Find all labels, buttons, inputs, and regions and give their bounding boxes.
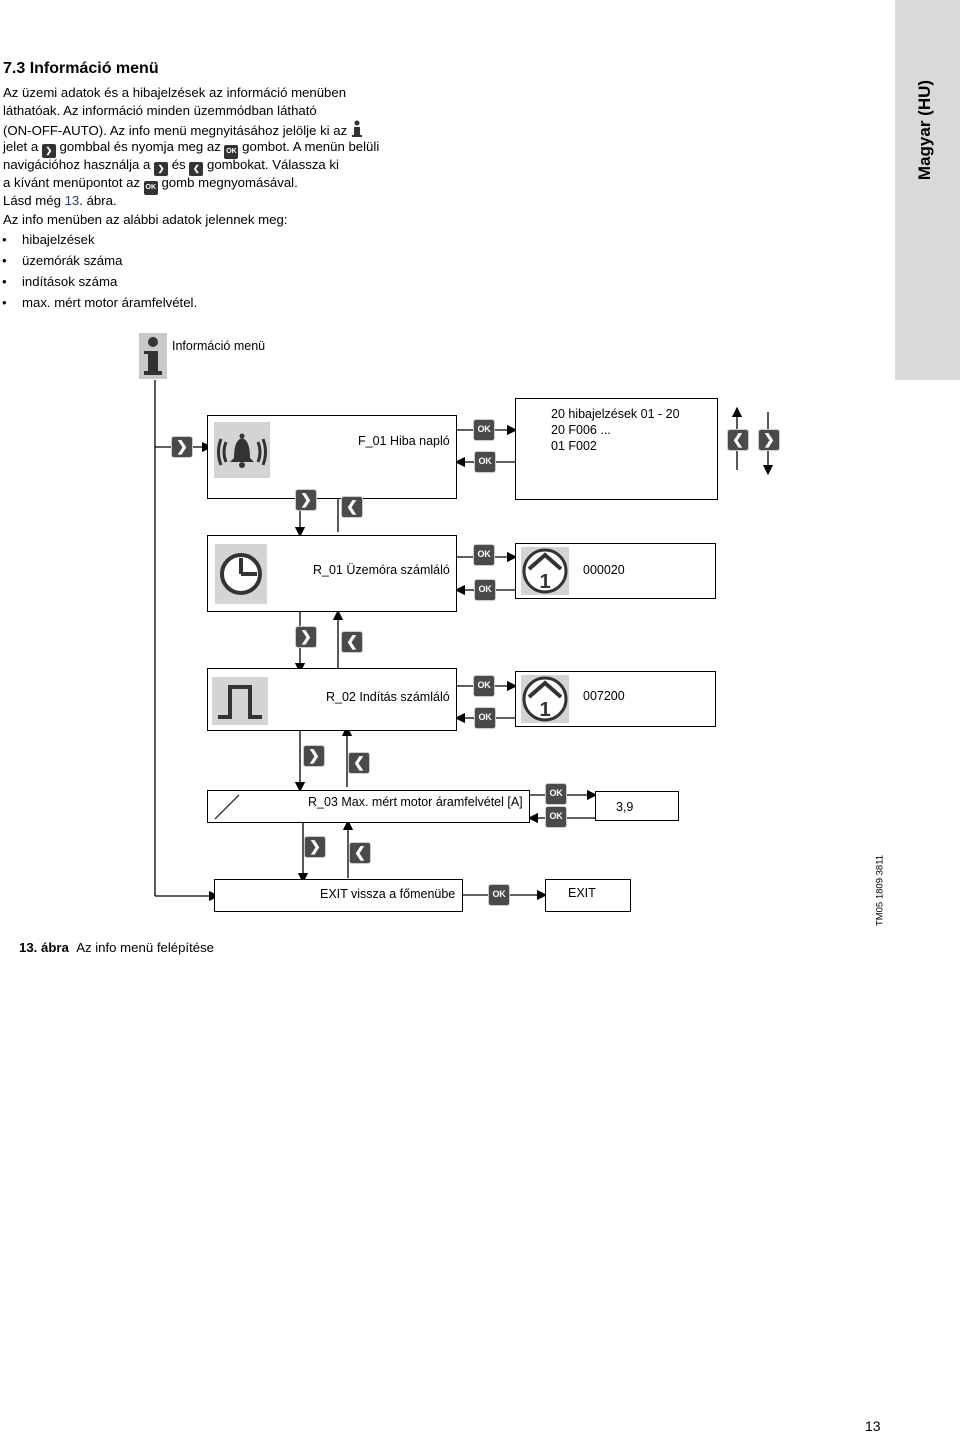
ok-icon: OK [143, 181, 158, 195]
r03-menu-box[interactable]: R_03 Max. mért motor áramfelvétel [A] [207, 790, 530, 823]
r01-menu-box[interactable]: R_01 Üzemóra számláló [207, 535, 457, 612]
intro-line-8: Az info menüben az alábbi adatok jelenne… [3, 212, 288, 227]
right-button[interactable]: ❯ [758, 429, 780, 451]
exit-value-box: EXIT [545, 879, 631, 912]
language-tab: Magyar (HU) [895, 0, 960, 380]
ok-button[interactable]: OK [473, 675, 495, 697]
f01-detail-box: 20 hibajelzések 01 - 20 20 F006 ... 01 F… [515, 398, 718, 500]
exit-menu-box[interactable]: EXIT vissza a főmenübe [214, 879, 463, 912]
intro-line-7: Lásd még 13. ábra. [3, 193, 117, 208]
left-button[interactable]: ❮ [348, 752, 370, 774]
figure-link[interactable]: 13 [64, 193, 80, 208]
r02-value-box: 1 007200 [515, 671, 716, 727]
list-item: üzemórák száma [2, 250, 123, 271]
section-heading: 7.3 Információ menü [3, 60, 159, 77]
ok-button[interactable]: OK [545, 783, 567, 805]
f01-detail-line-3: 01 F002 [551, 439, 597, 453]
ok-button[interactable]: OK [473, 544, 495, 566]
counter-icon: 1 [521, 675, 569, 723]
ok-button[interactable]: OK [488, 884, 510, 906]
intro-line-4: jelet a ❯ gombbal és nyomja meg az OK go… [3, 138, 379, 159]
r01-value-box: 1 000020 [515, 543, 716, 599]
ok-button[interactable]: OK [473, 419, 495, 441]
exit-value: EXIT [568, 886, 596, 900]
pulse-icon [212, 677, 268, 725]
f01-menu-box[interactable]: F_01 Hiba napló [207, 415, 457, 499]
info-icon [351, 120, 363, 143]
list-item: max. mért motor áramfelvétel. [2, 292, 197, 313]
ok-button[interactable]: OK [474, 579, 496, 601]
figure-number: 13. ábra [19, 940, 69, 955]
f01-label: F_01 Hiba napló [358, 434, 450, 448]
r02-menu-box[interactable]: R_02 Indítás számláló [207, 668, 457, 731]
f01-detail-line-2: 20 F006 ... [551, 423, 611, 437]
clock-icon [215, 544, 267, 604]
intro-line-5: navigációhoz használja a ❯ és ❮ gombokat… [3, 156, 339, 176]
r02-label: R_02 Indítás számláló [326, 690, 450, 704]
intro-line-2: láthatóak. Az információ minden üzemmódb… [3, 103, 317, 118]
r03-value: 3,9 [616, 800, 634, 814]
chevron-left-icon: ❮ [189, 162, 204, 176]
left-button[interactable]: ❮ [341, 496, 363, 518]
tm-code: TM05 1809 3811 [874, 854, 886, 927]
r03-label: R_03 Max. mért motor áramfelvétel [A] [308, 795, 523, 809]
exit-label: EXIT vissza a főmenübe [320, 887, 456, 901]
r01-value: 000020 [583, 563, 625, 577]
bell-alarm-icon [214, 422, 270, 478]
right-button[interactable]: ❯ [295, 626, 317, 648]
left-button[interactable]: ❮ [349, 842, 371, 864]
r02-value: 007200 [583, 689, 625, 703]
counter-icon: 1 [521, 547, 569, 595]
svg-text:1: 1 [539, 699, 550, 721]
ok-button[interactable]: OK [545, 806, 567, 828]
figure-caption: 13. ábra Az info menü felépítése [19, 940, 214, 955]
svg-text:1: 1 [539, 571, 550, 593]
diagram-connectors [154, 380, 774, 902]
ok-button[interactable]: OK [474, 451, 496, 473]
list-item: hibajelzések [2, 229, 94, 250]
page-number: 13 [865, 1418, 881, 1434]
intro-line-1: Az üzemi adatok és a hibajelzések az inf… [3, 85, 347, 100]
chevron-right-icon: ❯ [154, 162, 169, 176]
r03-value-box: 3,9 [595, 791, 679, 821]
left-button[interactable]: ❮ [727, 429, 749, 451]
list-item: indítások száma [2, 271, 117, 292]
right-button[interactable]: ❯ [304, 836, 326, 858]
f01-detail-line-1: 20 hibajelzések 01 - 20 [551, 407, 680, 421]
r01-label: R_01 Üzemóra számláló [313, 563, 450, 577]
intro-line-6: a kívánt menüpontot az OK gomb megnyomás… [3, 174, 298, 195]
left-button[interactable]: ❮ [341, 631, 363, 653]
ok-button[interactable]: OK [474, 707, 496, 729]
info-icon [139, 333, 167, 379]
intro-line-3: (ON-OFF-AUTO). Az info menü megnyitásáho… [3, 120, 363, 143]
diagram-title: Információ menü [172, 339, 266, 353]
figure-caption-text: Az info menü felépítése [76, 940, 215, 955]
right-button[interactable]: ❯ [303, 745, 325, 767]
right-button[interactable]: ❯ [295, 489, 317, 511]
ok-icon: OK [224, 145, 239, 159]
right-button[interactable]: ❯ [171, 436, 193, 458]
chevron-right-icon: ❯ [41, 144, 56, 158]
slash-icon [214, 794, 240, 820]
